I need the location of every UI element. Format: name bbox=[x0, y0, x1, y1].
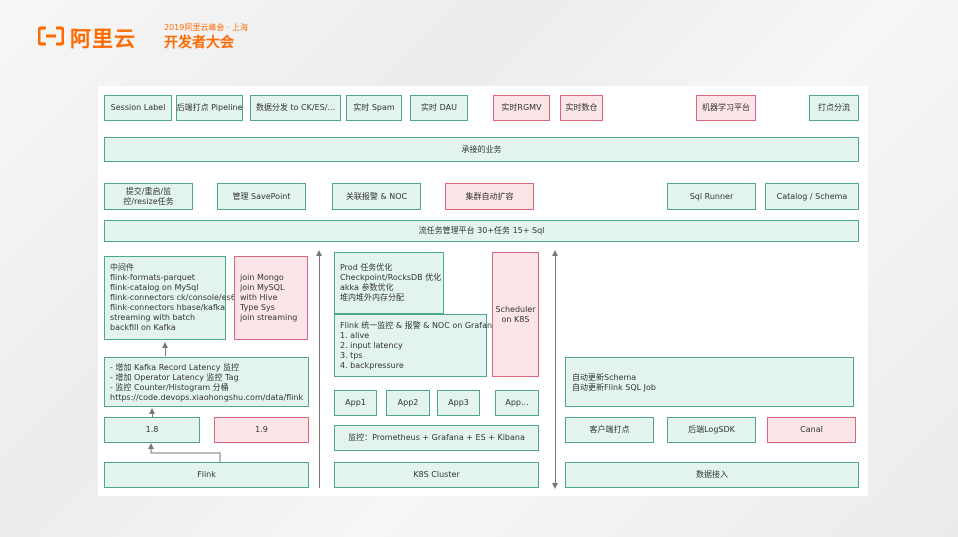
auto-update-item: 自动更新Schema bbox=[572, 373, 637, 382]
middleware-item: backfill on Kafka bbox=[110, 323, 176, 332]
flink-version-1-8-box: 1.8 bbox=[104, 417, 200, 443]
data-distribution-box: 数据分发 to CK/ES/... bbox=[250, 95, 341, 121]
auto-update-item: 自动更新Flink SQL Job bbox=[572, 383, 656, 392]
join-item: join streaming bbox=[240, 313, 298, 322]
divider-arrow-line bbox=[319, 255, 320, 488]
middleware-item: flink-formats-parquet bbox=[110, 273, 195, 282]
monitor-item: - 增加 Operator Latency 监控 Tag bbox=[110, 373, 239, 382]
monitor-link: https://code.devops.xiaohongshu.com/data… bbox=[110, 393, 304, 402]
catalog-schema-box: Catalog / Schema bbox=[765, 183, 859, 210]
logo-event-line: 2019阿里云峰会 · 上海 bbox=[164, 23, 248, 32]
flink-version-1-9-box: 1.9 bbox=[214, 417, 309, 443]
aliyun-logo-icon bbox=[38, 26, 64, 46]
prod-item: 堆内堆外内存分配 bbox=[340, 293, 404, 302]
realtime-warehouse-box: 实时数仓 bbox=[560, 95, 603, 121]
latency-monitor-box: - 增加 Kafka Record Latency 监控 - 增加 Operat… bbox=[104, 357, 309, 407]
connector-line bbox=[152, 413, 153, 417]
grafana-item: 2. input latency bbox=[340, 341, 403, 350]
join-item: join Mongo bbox=[240, 273, 284, 282]
auto-update-box: 自动更新Schema 自动更新Flink SQL Job bbox=[565, 357, 854, 407]
prod-optimization-box: Prod 任务优化 Checkpoint/RocksDB 优化 akka 参数优… bbox=[334, 252, 444, 314]
ml-platform-box: 机器学习平台 bbox=[696, 95, 756, 121]
grafana-item: 4. backpressure bbox=[340, 361, 404, 370]
join-item: Type Sys bbox=[240, 303, 275, 312]
app-more-box: App... bbox=[495, 390, 539, 416]
monitor-item: - 增加 Kafka Record Latency 监控 bbox=[110, 363, 240, 372]
app2-box: App2 bbox=[386, 390, 430, 416]
middleware-item: flink-catalog on MySql bbox=[110, 283, 199, 292]
cluster-autoscale-box: 集群自动扩容 bbox=[445, 183, 534, 210]
elbow-arrow-icon bbox=[148, 443, 221, 462]
alert-noc-box: 关联报警 & NOC bbox=[332, 183, 421, 210]
canal-box: Canal bbox=[767, 417, 856, 443]
grafana-item: 3. tps bbox=[340, 351, 363, 360]
connector-line bbox=[165, 347, 166, 356]
grafana-item: 1. alive bbox=[340, 331, 370, 340]
grafana-title: Flink 统一监控 & 报警 & NOC on Grafana bbox=[340, 321, 497, 330]
k8s-cluster-box: K8S Cluster bbox=[334, 462, 539, 488]
session-label-box: Session Label bbox=[104, 95, 172, 121]
app1-box: App1 bbox=[334, 390, 377, 416]
middleware-item: streaming with batch bbox=[110, 313, 196, 322]
logo-event-title: 开发者大会 bbox=[164, 35, 234, 51]
client-tracking-box: 客户端打点 bbox=[565, 417, 654, 443]
middleware-title: 中间件 bbox=[110, 263, 134, 272]
grafana-monitor-box: Flink 统一监控 & 报警 & NOC on Grafana 1. aliv… bbox=[334, 314, 497, 377]
backend-pipeline-box: 后端打点 Pipeline bbox=[176, 95, 243, 121]
data-ingest-box: 数据接入 bbox=[565, 462, 859, 488]
divider-arrow-line bbox=[555, 255, 556, 483]
platform-bar: 流任务管理平台 30+任务 15+ Sql bbox=[104, 220, 859, 242]
business-bar: 承接的业务 bbox=[104, 137, 859, 162]
monitor-stack-box: 监控：Prometheus + Grafana + ES + Kibana bbox=[334, 425, 539, 451]
realtime-rgmv-box: 实时RGMV bbox=[493, 95, 550, 121]
backend-logsdk-box: 后端LogSDK bbox=[667, 417, 756, 443]
join-features-box: join Mongo join MySQL with Hive Type Sys… bbox=[234, 256, 308, 340]
tracking-split-box: 打点分流 bbox=[809, 95, 859, 121]
join-item: with Hive bbox=[240, 293, 278, 302]
prod-item: Prod 任务优化 bbox=[340, 263, 393, 272]
join-item: join MySQL bbox=[240, 283, 285, 292]
middleware-box: 中间件 flink-formats-parquet flink-catalog … bbox=[104, 256, 236, 340]
arrow-up-icon bbox=[162, 342, 168, 348]
flink-box: Flink bbox=[104, 462, 309, 488]
sql-runner-box: Sql Runner bbox=[667, 183, 756, 210]
realtime-spam-box: 实时 Spam bbox=[346, 95, 402, 121]
app3-box: App3 bbox=[437, 390, 480, 416]
monitor-item: - 监控 Counter/Histogram 分桶 bbox=[110, 383, 229, 392]
prod-item: akka 参数优化 bbox=[340, 283, 394, 292]
middleware-item: flink-connectors ck/console/es6 bbox=[110, 293, 236, 302]
logo-brand-text: 阿里云 bbox=[70, 27, 136, 51]
submit-restart-box: 提交/重启/监控/resize任务 bbox=[104, 183, 193, 210]
arrow-up-icon bbox=[552, 250, 558, 256]
savepoint-box: 管理 SavePoint bbox=[217, 183, 306, 210]
scheduler-k8s-box: Scheduler on K8S bbox=[492, 252, 539, 377]
middleware-item: flink-connectors hbase/kafka bbox=[110, 303, 226, 312]
arrow-down-icon bbox=[552, 483, 558, 489]
arrow-up-icon bbox=[149, 408, 155, 414]
arrow-up-icon bbox=[316, 250, 322, 256]
realtime-dau-box: 实时 DAU bbox=[410, 95, 468, 121]
prod-item: Checkpoint/RocksDB 优化 bbox=[340, 273, 442, 282]
